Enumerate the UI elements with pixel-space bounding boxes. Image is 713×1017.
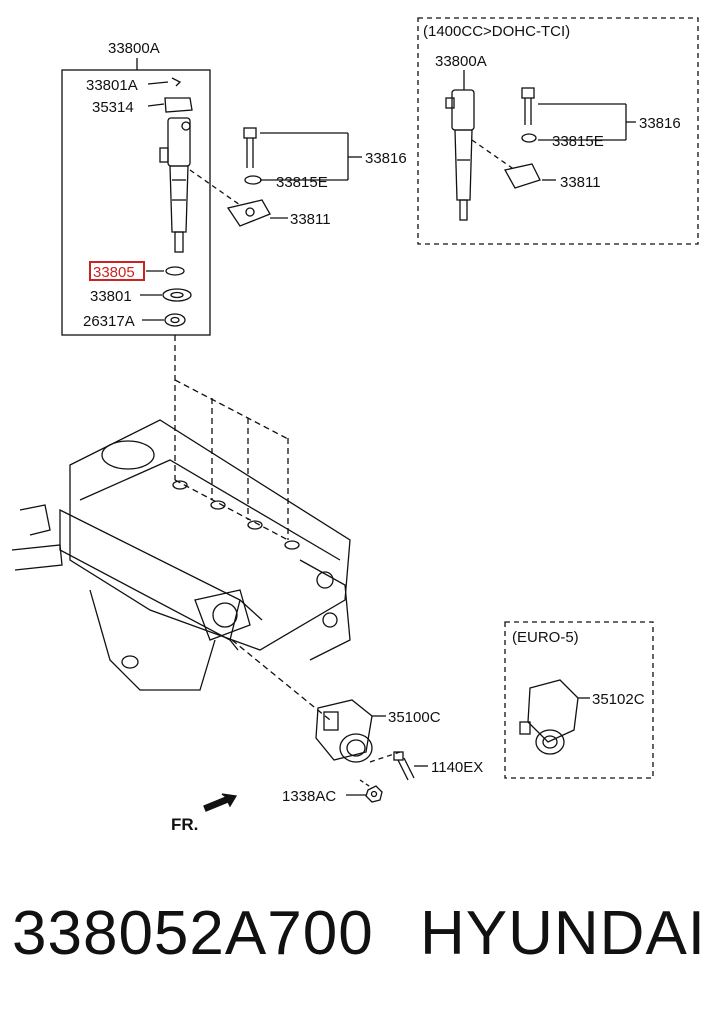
- brand-name: HYUNDAI: [420, 899, 707, 968]
- label-clip: 33801A: [86, 77, 138, 94]
- label-bolt: 1140EX: [431, 759, 483, 776]
- label-throttle-body: 35100C: [388, 709, 441, 726]
- label-oring-highlighted[interactable]: 33805: [93, 264, 135, 281]
- throttle-body-icon: [315, 699, 373, 763]
- label-bracket-clip: 35314: [92, 99, 134, 116]
- label-washer: 33801: [90, 288, 132, 305]
- part-number: 338052A700: [12, 899, 374, 968]
- exploded-view-drawing: 33800A 33801A 35314 33816 33815E 33811 3…: [11, 17, 699, 834]
- bolt-icon: [243, 127, 257, 168]
- projection-lines: [174, 335, 291, 541]
- nut-1338ac-icon: [365, 785, 383, 803]
- variant-clamp-icon: [504, 163, 541, 189]
- clip-icon: [171, 77, 182, 87]
- label-front: FR.: [171, 815, 198, 834]
- label-assembly-main: 33800A: [108, 40, 160, 57]
- label-assembly-variant: 33800A: [435, 53, 487, 70]
- label-washer-e: 33815E: [276, 174, 328, 191]
- label-bolt-group: 33816: [365, 150, 407, 167]
- label-variant-header: (1400CC>DOHC-TCI): [423, 23, 570, 40]
- bracket-clip-icon: [164, 97, 193, 113]
- bolt-1140ex-icon: [393, 751, 415, 781]
- variant-injector-icon: [445, 89, 475, 221]
- label-bolt-group-variant: 33816: [639, 115, 681, 132]
- seal-icon: [164, 313, 186, 327]
- injector-icon: [159, 117, 191, 253]
- variant-washer-icon: [521, 133, 537, 143]
- front-arrow-icon: [203, 793, 238, 812]
- washer-e-icon: [244, 175, 262, 185]
- actuator-icon: [519, 679, 579, 755]
- label-clamp: 33811: [290, 211, 331, 228]
- label-euro-header: (EURO-5): [512, 629, 579, 646]
- oring-icon: [165, 266, 185, 276]
- euro5-group-box: [504, 621, 654, 779]
- washer-icon: [162, 288, 192, 302]
- injector-group-box: [61, 69, 211, 336]
- variant-bolt-icon: [521, 87, 535, 125]
- highlight-box: [89, 261, 145, 281]
- caption-bar: 338052A700 HYUNDAI: [0, 890, 713, 990]
- engine-cylinder-head-drawing: [11, 419, 351, 691]
- clamp-icon: [226, 199, 271, 227]
- label-washer-e-variant: 33815E: [552, 133, 604, 150]
- variant-group-box: [417, 17, 699, 245]
- label-nut: 1338AC: [282, 788, 336, 805]
- label-clamp-variant: 33811: [560, 174, 601, 191]
- label-actuator: 35102C: [592, 691, 645, 708]
- label-seal: 26317A: [83, 313, 135, 330]
